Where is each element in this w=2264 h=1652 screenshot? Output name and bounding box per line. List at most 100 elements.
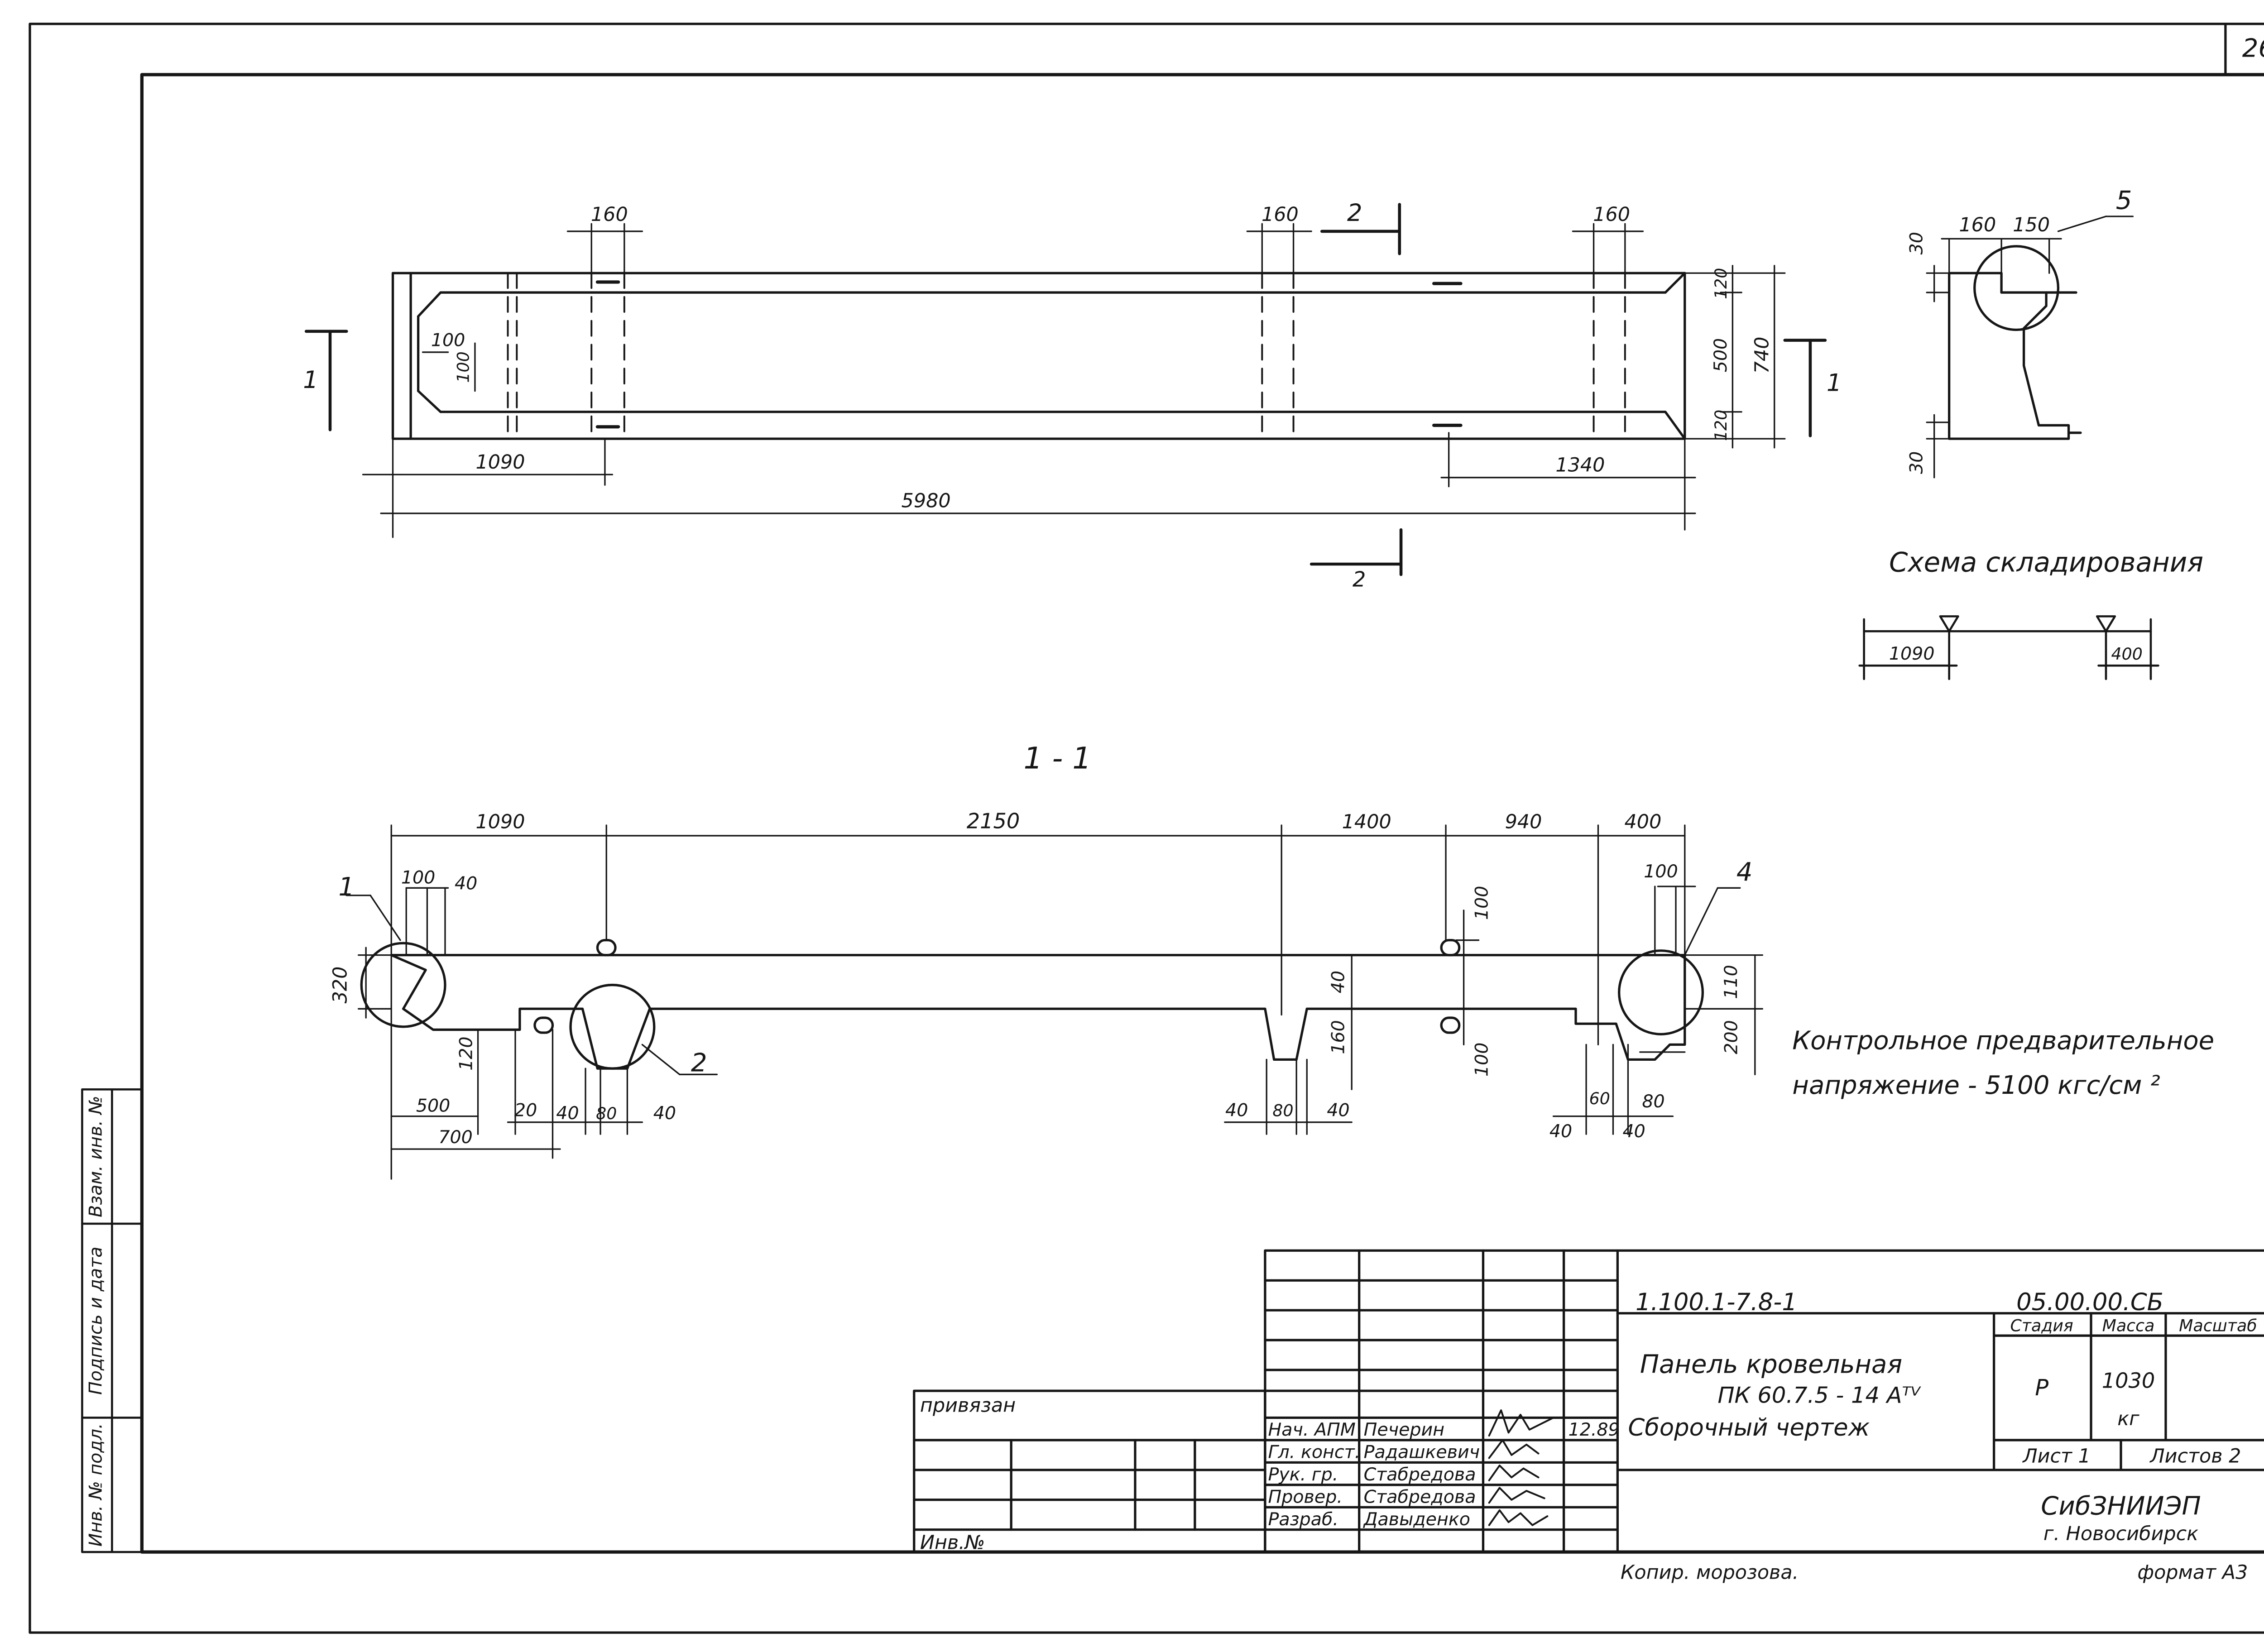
sheet-label: Лист 1 — [2022, 1445, 2091, 1467]
sheets-label: Листов 2 — [2149, 1445, 2241, 1467]
mass-header: Масса — [2102, 1316, 2155, 1335]
stamp-inv-podl: Инв. № подл. — [85, 1423, 106, 1547]
org-city: г. Новосибирск — [2043, 1523, 2198, 1545]
signature-name-1: Печерин — [1364, 1419, 1444, 1440]
signature-name-4: Стабредова — [1364, 1486, 1476, 1507]
plan-dim-120-top: 120 — [1711, 268, 1731, 299]
sec-dim-bm-40a: 40 — [1225, 1100, 1248, 1121]
signature-role-4: Провер. — [1268, 1486, 1342, 1507]
signature-role-2: Гл. конст. — [1268, 1441, 1360, 1462]
storage-scheme: Схема складирования 1090 400 — [1858, 547, 2203, 680]
signature-role-5: Разраб. — [1268, 1509, 1338, 1530]
plan-dim-120-bottom: 120 — [1711, 410, 1731, 441]
sec-dim-100-down: 100 — [1471, 1043, 1492, 1077]
sec-dim-br-40b: 40 — [1622, 1121, 1645, 1142]
detail-dim-30-top: 30 — [1906, 232, 1927, 254]
sec-dim-bm-80: 80 — [1272, 1101, 1293, 1120]
stage-value: Р — [2035, 1374, 2048, 1401]
section-mark-right-1: 1 — [1827, 369, 1842, 397]
sec-dim-110: 110 — [1721, 965, 1741, 999]
sec-dim-bl-80: 80 — [596, 1104, 617, 1123]
storage-dim-400: 400 — [2111, 644, 2143, 664]
sec-dim-80: 80 — [1642, 1091, 1664, 1112]
signature-name-2: Радашкевич — [1364, 1441, 1480, 1462]
signature-role-3: Рук. гр. — [1268, 1464, 1338, 1485]
mass-unit: кг — [2117, 1408, 2139, 1430]
section-mark-top-2: 2 — [1347, 199, 1362, 227]
sec-dim-left-40: 40 — [455, 873, 477, 894]
paper-format: формат А3 — [2137, 1561, 2248, 1584]
left-stamp: Инв. № подл. Подпись и дата Взам. инв. № — [81, 1088, 143, 1553]
sec-dim-mid-40: 40 — [1328, 971, 1349, 993]
sec-dim-100-up: 100 — [1471, 886, 1492, 920]
storage-dim-1090: 1090 — [1889, 643, 1935, 664]
title-block: привязан Инв.№ Нач. АПМ Печерин 12.89 Гл… — [913, 1249, 2264, 1554]
plan-dim-500: 500 — [1710, 338, 1731, 372]
note-line-1: Контрольное предварительное — [1792, 1026, 2214, 1055]
stamp-signature-date: Подпись и дата — [85, 1246, 106, 1394]
signature-name-3: Стабредова — [1364, 1464, 1476, 1485]
copied-by: Копир. морозова. — [1621, 1561, 1799, 1584]
privyazan-label: привязан — [920, 1394, 1016, 1417]
sec-dim-bm-40b: 40 — [1327, 1100, 1349, 1121]
plan-dim-740: 740 — [1751, 337, 1774, 374]
signature-date-1: 12.89 — [1568, 1419, 1620, 1440]
sec-dim-1090: 1090 — [475, 810, 525, 833]
detail-view: 30 160 150 30 5 — [1906, 186, 2134, 479]
sec-callout-2: 2 — [691, 1049, 707, 1078]
sec-dim-700: 700 — [438, 1127, 473, 1148]
drawing-name-2: ПК 60.7.5 - 14 Aᵀⱽ — [1717, 1382, 1921, 1408]
sec-dim-200: 200 — [1721, 1020, 1741, 1054]
detail-dim-160: 160 — [1959, 214, 1996, 236]
drawing-name-3: Сборочный чертеж — [1628, 1414, 1870, 1441]
sec-dim-20: 20 — [514, 1100, 537, 1121]
doc-code: 1.100.1-7.8-1 — [1636, 1288, 1797, 1316]
sec-dim-940: 940 — [1505, 810, 1542, 833]
plan-dim-160-right: 160 — [1593, 203, 1630, 226]
section-1-1: 1 - 1 — [329, 741, 1763, 1180]
section-mark-bottom-2: 2 — [1353, 567, 1366, 591]
detail-callout-5: 5 — [2116, 186, 2132, 215]
assembly-code: 05.00.00.СБ — [2016, 1288, 2163, 1316]
sec-dim-bl-40a: 40 — [556, 1103, 579, 1124]
plan-dim-1090: 1090 — [475, 451, 525, 474]
plan-dim-100-v: 100 — [454, 351, 473, 383]
inv-no-label: Инв.№ — [920, 1532, 985, 1554]
plan-dim-160-left: 160 — [591, 203, 628, 226]
sec-dim-2150: 2150 — [967, 809, 1020, 833]
signature-role-1: Нач. АПМ — [1268, 1419, 1355, 1440]
org-name: СибЗНИИЭП — [2041, 1492, 2201, 1521]
scale-header: Масштаб — [2179, 1316, 2257, 1335]
sec-dim-400: 400 — [1625, 810, 1662, 833]
mass-value: 1030 — [2102, 1369, 2155, 1393]
signature-name-5: Давыденко — [1363, 1509, 1470, 1530]
sec-callout-1: 1 — [338, 872, 355, 902]
plan-view: 160 160 160 100 100 1090 1340 5980 120 5… — [303, 199, 1842, 592]
sheet-number: 26 — [2242, 34, 2264, 63]
sec-dim-mid-160: 160 — [1328, 1020, 1349, 1054]
drawing-name-1: Панель кровельная — [1640, 1350, 1902, 1379]
sec-dim-br-40a: 40 — [1549, 1121, 1572, 1142]
sec-dim-320: 320 — [329, 967, 351, 1004]
note-line-2: напряжение - 5100 кгс/см ² — [1792, 1071, 2160, 1100]
plan-dim-100-h: 100 — [431, 330, 465, 351]
section-1-1-title: 1 - 1 — [1024, 741, 1092, 776]
sec-dim-500: 500 — [416, 1096, 451, 1116]
sec-callout-4: 4 — [1736, 857, 1753, 887]
sec-dim-120: 120 — [456, 1036, 476, 1070]
sec-dim-br-60: 60 — [1589, 1089, 1610, 1108]
sec-dim-bl-40b: 40 — [653, 1103, 676, 1124]
stage-header: Стадия — [2010, 1316, 2073, 1335]
stamp-vzam-inv: Взам. инв. № — [85, 1096, 106, 1217]
section-mark-left-1: 1 — [303, 366, 318, 394]
detail-dim-30-bottom: 30 — [1906, 451, 1927, 474]
plan-dim-5980: 5980 — [902, 490, 951, 512]
plan-dim-1340: 1340 — [1555, 454, 1605, 477]
sec-dim-left-100: 100 — [401, 867, 436, 888]
sec-dim-right-100: 100 — [1644, 861, 1678, 882]
storage-scheme-title: Схема складирования — [1889, 547, 2203, 578]
handwritten-signatures — [1488, 1409, 1554, 1526]
detail-dim-150: 150 — [2013, 214, 2050, 236]
plan-dim-160-mid: 160 — [1262, 203, 1299, 226]
